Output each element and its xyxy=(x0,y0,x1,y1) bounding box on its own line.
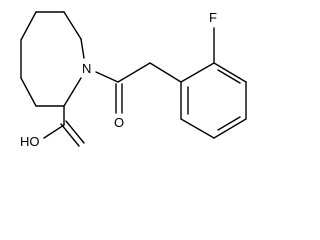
atom-label-nitrogen: N xyxy=(82,61,91,76)
bond-ch2-to-aryl xyxy=(149,62,182,83)
structural-formula: N O F HO xyxy=(20,10,247,149)
bond-ring-bottom-left xyxy=(20,77,37,107)
atom-label-fluorine: F xyxy=(209,10,217,25)
bond-aryl-4 xyxy=(213,118,247,139)
piperidine-ring xyxy=(20,11,85,107)
bond-aryl-5 xyxy=(180,118,215,139)
bond-ring-top-left xyxy=(20,11,37,41)
acyl-chain xyxy=(95,62,182,114)
bond-n-to-carbonyl xyxy=(95,71,119,83)
fluorophenyl-ring xyxy=(180,27,247,139)
bond-ring-top-right xyxy=(63,11,82,40)
bond-ring-to-n xyxy=(80,38,85,59)
bond-aryl-inner-1 xyxy=(217,69,241,84)
atom-label-hydroxyl: HO xyxy=(20,134,40,149)
bond-carbonyl-to-ch2 xyxy=(117,62,151,83)
carboxyl-group xyxy=(43,105,85,147)
bond-cooh-double-2 xyxy=(65,120,85,144)
atom-label-ketone-oxygen: O xyxy=(114,115,124,130)
bond-aryl-2 xyxy=(213,62,247,83)
bond-aryl-1 xyxy=(180,62,215,83)
bond-aryl-inner-2 xyxy=(217,116,241,131)
bond-ring-n-to-c2 xyxy=(63,77,82,107)
bond-cooh-double-1 xyxy=(60,123,80,147)
bond-cooh-to-oh xyxy=(43,124,65,139)
